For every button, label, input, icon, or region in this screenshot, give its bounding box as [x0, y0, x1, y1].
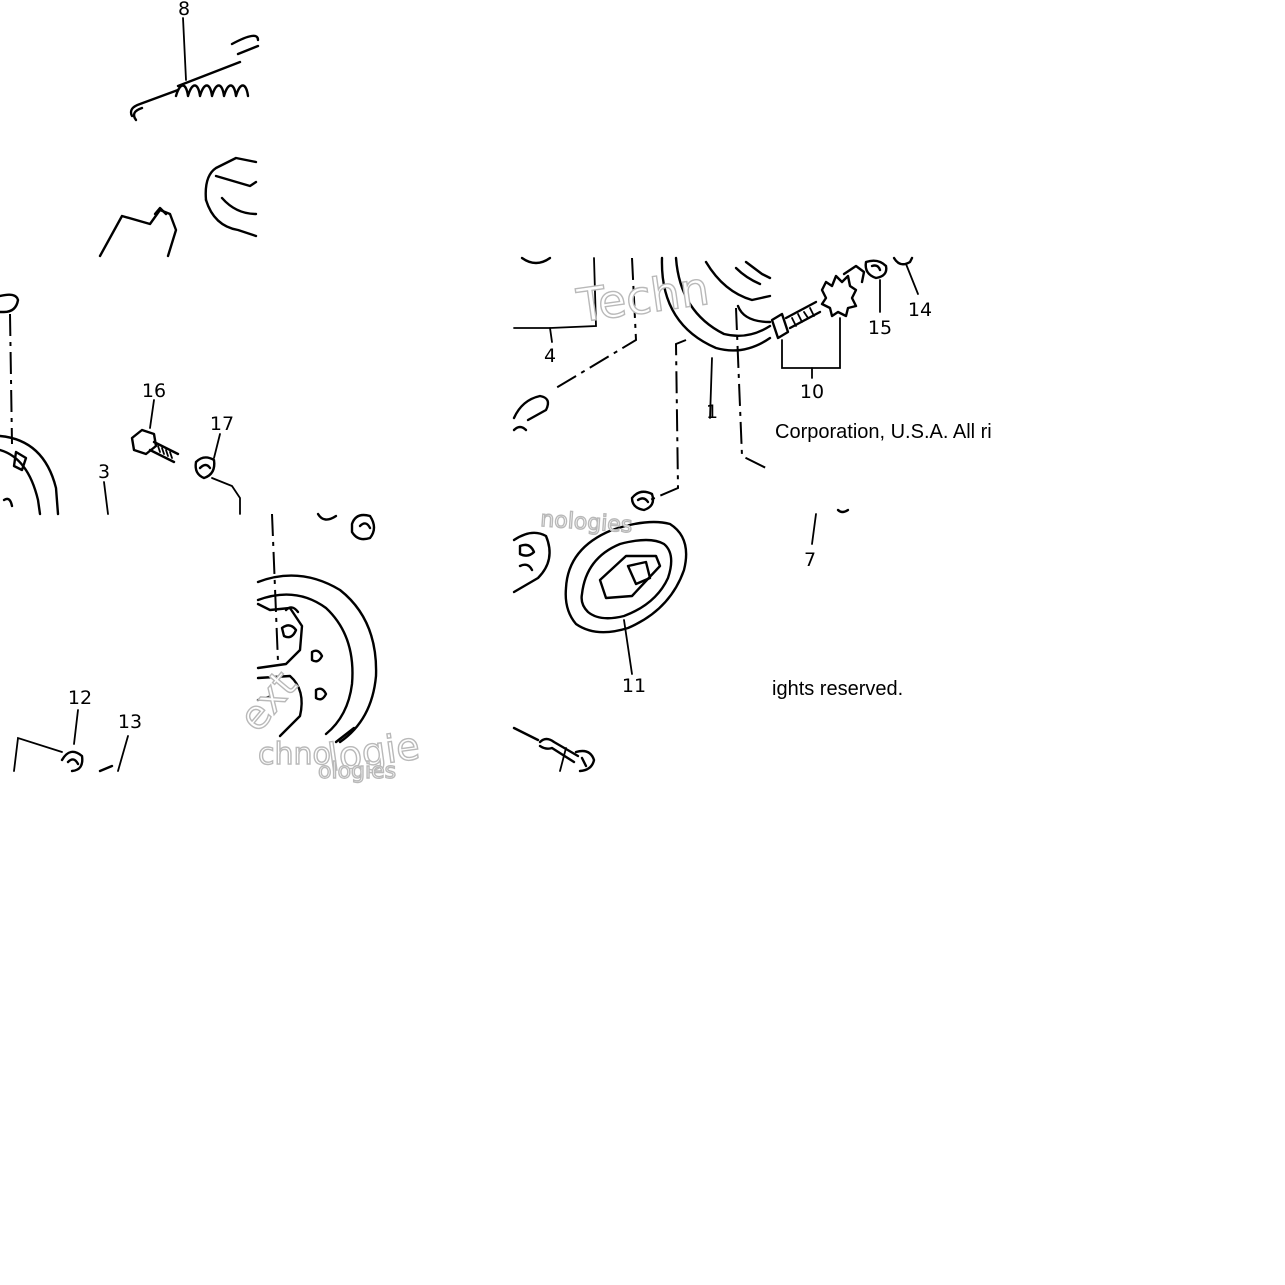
leader-12	[73, 709, 79, 745]
watermark-fragment-6: nologies	[540, 507, 634, 538]
pin-leader	[559, 747, 567, 772]
brake-backing-plate	[256, 574, 378, 744]
callout-11: 11	[622, 675, 646, 697]
spring-hook-fragment	[512, 394, 550, 432]
callout-4: 4	[544, 345, 556, 367]
diagram-tile-bottom-right	[512, 726, 596, 773]
washer-small	[630, 490, 655, 512]
nut-part-17	[194, 433, 241, 515]
callout-1: 1	[706, 401, 718, 423]
copyright-notice-fragment-1: Corporation, U.S.A. All ri	[775, 421, 992, 443]
callout-17: 17	[210, 413, 234, 435]
plate-edge-fragment	[520, 256, 552, 265]
bracket-line-12	[13, 736, 63, 772]
leader-13	[117, 735, 129, 772]
clevis-pin	[538, 737, 596, 773]
callout-13: 13	[118, 711, 142, 733]
leader-7	[811, 513, 817, 545]
diagram-tile-middle-left: 16 17 3	[0, 293, 241, 516]
leader-11	[623, 619, 633, 675]
cable-end-fragment	[512, 726, 540, 742]
washer-part-14	[892, 256, 914, 266]
callout-7: 7	[804, 549, 816, 571]
brake-shoe-fragment-left	[98, 206, 178, 258]
watermark-fragment-2: ext	[230, 662, 306, 740]
copyright-notice-fragment-2: ights reserved.	[772, 678, 903, 700]
callout-16: 16	[142, 380, 166, 402]
part-13-fragment	[98, 764, 114, 773]
bracket-line-4	[513, 257, 597, 329]
center-line-cable	[555, 257, 638, 389]
diagram-tile-bottom-left: 12 13	[13, 687, 142, 773]
center-line-11	[649, 339, 687, 501]
bolt-part-16	[130, 399, 180, 464]
callout-12: 12	[68, 687, 92, 709]
part-7-fragment	[836, 508, 850, 514]
hub-fragment	[512, 531, 551, 594]
callout-10: 10	[800, 381, 824, 403]
leader-3	[103, 481, 109, 515]
diagram-tile-bottom-center	[256, 512, 378, 744]
callout-14: 14	[908, 299, 932, 321]
watermark-fragment-5: ologies	[318, 759, 396, 784]
callout-3: 3	[98, 461, 110, 483]
center-line	[271, 513, 279, 663]
bracket-line-10	[781, 317, 841, 369]
diagram-tile-middle-center: 7 11 ights reserved.	[512, 490, 903, 700]
washer-part-15	[864, 259, 888, 280]
watermark-fragment-3: chno	[258, 737, 331, 772]
callout-8: 8	[178, 0, 190, 20]
leader-1	[709, 357, 713, 419]
diagram-tile-top-left: 8	[98, 0, 260, 258]
brake-shoe-fragment-right	[204, 156, 258, 238]
nut-pair	[316, 512, 376, 541]
leader-4	[549, 327, 553, 343]
brake-drum-part-1	[660, 256, 772, 352]
callout-15: 15	[868, 317, 892, 339]
grommet-part-11	[564, 520, 688, 634]
diagram-tile-top-center: 4 1 10 15 14 Corporation, U.S.A. All ri	[512, 256, 992, 501]
washer-part-12	[60, 750, 84, 773]
leader-14	[905, 263, 919, 295]
lock-washer-part-10	[820, 264, 866, 318]
center-line-7	[735, 307, 771, 471]
return-spring-part-8	[129, 17, 260, 122]
brake-arm-fragment	[0, 293, 60, 516]
bolt-part-10	[770, 300, 822, 340]
